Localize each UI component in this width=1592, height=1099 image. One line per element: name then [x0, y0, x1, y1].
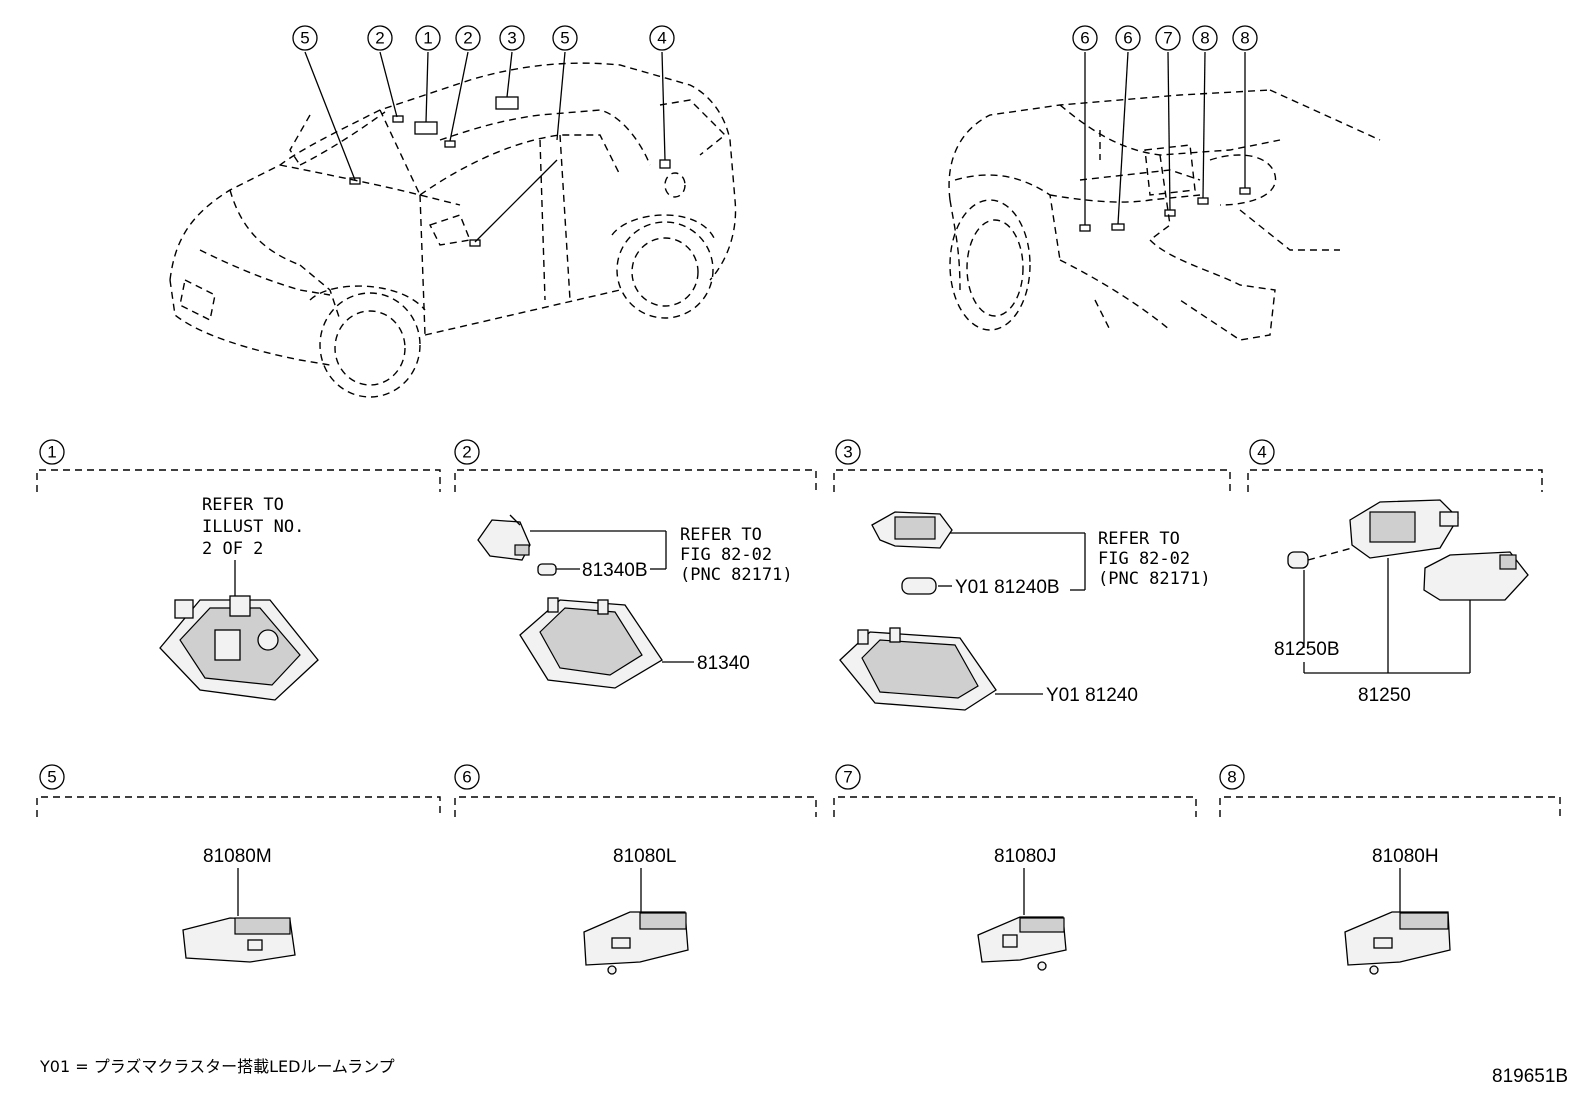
svg-text:4: 4 [657, 29, 666, 48]
refer-illust-line1: REFER TO [202, 495, 284, 515]
refer-fig-line1-s2: REFER TO [680, 525, 762, 545]
svg-text:6: 6 [1080, 29, 1089, 48]
svg-text:5: 5 [560, 29, 569, 48]
svg-text:5: 5 [300, 29, 309, 48]
footnote-y01: Y01 = プラズマクラスター搭載LEDルームランプ [39, 1057, 395, 1076]
svg-text:2: 2 [375, 29, 384, 48]
callout-3-exterior: 3 [499, 25, 525, 51]
part-number-81240: Y01 81240 [1046, 685, 1138, 706]
callout-7-interior: 7 [1155, 25, 1181, 51]
callout-1-exterior: 1 [415, 25, 441, 51]
dome-lamp-assembly-drawing [159, 595, 319, 701]
part-number-81250B: 81250B [1274, 639, 1340, 660]
callout-5-exterior-b: 5 [552, 25, 578, 51]
map-lamp-bulb-drawing [537, 563, 557, 576]
svg-text:8: 8 [1227, 768, 1236, 787]
callout-2-exterior-a: 2 [367, 25, 393, 51]
section-6: 6 81080L [454, 764, 817, 975]
refer-fig-line2-s2: FIG 82-02 [680, 545, 772, 565]
part-number-81080L: 81080L [613, 846, 676, 867]
refer-fig-line3-s2: (PNC 82171) [680, 565, 793, 585]
refer-illust-line2: ILLUST NO. [202, 517, 304, 537]
courtesy-lamp-7-drawing [977, 916, 1067, 971]
room-lamp-switch-drawing [871, 511, 953, 549]
svg-text:3: 3 [843, 443, 852, 462]
section-1: 1 REFER TO ILLUST NO. 2 OF 2 [36, 439, 441, 701]
svg-text:8: 8 [1240, 29, 1249, 48]
vehicle-interior-drawing [948, 51, 1381, 341]
callout-8-interior-b: 8 [1232, 25, 1258, 51]
luggage-lamp-lens-drawing [1423, 551, 1529, 601]
callout-2-exterior-b: 2 [455, 25, 481, 51]
vehicle-exterior-drawing [169, 51, 737, 398]
svg-text:1: 1 [47, 443, 56, 462]
section-4: 4 81250B 81250 [1247, 439, 1543, 706]
callout-8-interior-a: 8 [1192, 25, 1218, 51]
room-lamp-bulb-drawing [901, 577, 937, 595]
svg-text:6: 6 [1123, 29, 1132, 48]
room-lamp-housing-drawing [839, 627, 997, 711]
section-2: 2 81340B REFER TO FIG 82-02 (PNC 82171) … [454, 439, 817, 689]
part-number-81080M: 81080M [203, 846, 272, 867]
callout-5-exterior: 5 [292, 25, 318, 51]
map-lamp-housing-drawing [519, 597, 663, 689]
svg-text:7: 7 [843, 768, 852, 787]
part-number-81250: 81250 [1358, 685, 1411, 706]
svg-text:7: 7 [1163, 29, 1172, 48]
part-number-81340B: 81340B [582, 560, 648, 581]
refer-fig-line1-s3: REFER TO [1098, 529, 1180, 549]
svg-text:8: 8 [1200, 29, 1209, 48]
section-7: 7 81080J [833, 764, 1197, 971]
svg-text:4: 4 [1257, 443, 1266, 462]
refer-fig-line2-s3: FIG 82-02 [1098, 549, 1190, 569]
part-number-81340: 81340 [697, 653, 750, 674]
part-number-81080H: 81080H [1372, 846, 1439, 867]
svg-text:3: 3 [507, 29, 516, 48]
svg-text:2: 2 [463, 29, 472, 48]
refer-illust-line3: 2 OF 2 [202, 539, 263, 559]
map-lamp-socket-drawing [477, 514, 531, 561]
section-3: 3 Y01 81240B REFER TO FIG 82-02 (PNC 821… [833, 439, 1231, 711]
svg-text:6: 6 [462, 768, 471, 787]
part-number-81240B: Y01 81240B [955, 577, 1060, 598]
courtesy-lamp-6-drawing [583, 911, 689, 975]
svg-text:1: 1 [423, 29, 432, 48]
svg-text:5: 5 [47, 768, 56, 787]
courtesy-lamp-8-drawing [1344, 911, 1451, 975]
part-number-81080J: 81080J [994, 846, 1056, 867]
luggage-lamp-bulb-drawing [1287, 551, 1309, 569]
svg-text:2: 2 [462, 443, 471, 462]
luggage-lamp-housing-drawing [1349, 499, 1459, 559]
callout-6-interior-b: 6 [1115, 25, 1141, 51]
callout-6-interior-a: 6 [1072, 25, 1098, 51]
section-5: 5 81080M [36, 764, 441, 963]
refer-fig-line3-s3: (PNC 82171) [1098, 569, 1211, 589]
courtesy-lamp-5-drawing [182, 917, 296, 963]
section-8: 8 81080H [1219, 764, 1561, 975]
figure-id: 819651B [1492, 1066, 1568, 1087]
callout-4-exterior: 4 [649, 25, 675, 51]
